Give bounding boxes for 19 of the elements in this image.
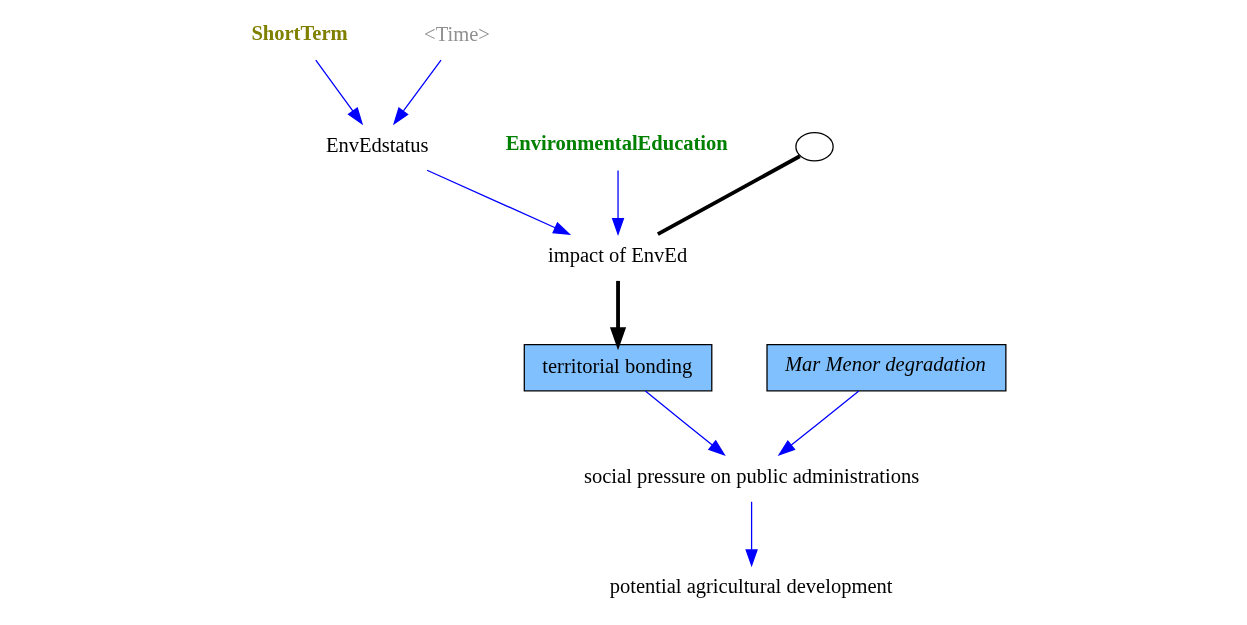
arrow bbox=[426, 169, 572, 235]
connector bbox=[656, 154, 801, 236]
arrow bbox=[745, 501, 758, 568]
node-text: <Time> bbox=[424, 23, 490, 46]
arrow bbox=[315, 59, 364, 126]
node-cloud bbox=[795, 132, 834, 162]
node-text: social pressure on public administrations bbox=[584, 465, 920, 488]
arrow bbox=[392, 59, 442, 126]
arrow bbox=[609, 280, 627, 351]
node-text: ShortTerm bbox=[251, 22, 348, 44]
arrow bbox=[644, 390, 726, 457]
node-text: potential agricultural development bbox=[609, 575, 893, 598]
arrow bbox=[611, 169, 625, 236]
arrow bbox=[777, 390, 860, 457]
node-box: territorial bonding bbox=[523, 343, 713, 392]
node-box: Mar Menor degradation bbox=[766, 343, 1007, 392]
node-text: EnvironmentalEducation bbox=[505, 132, 728, 155]
node-text: EnvEdstatus bbox=[325, 133, 429, 156]
node-text: impact of EnvEd bbox=[548, 244, 688, 267]
